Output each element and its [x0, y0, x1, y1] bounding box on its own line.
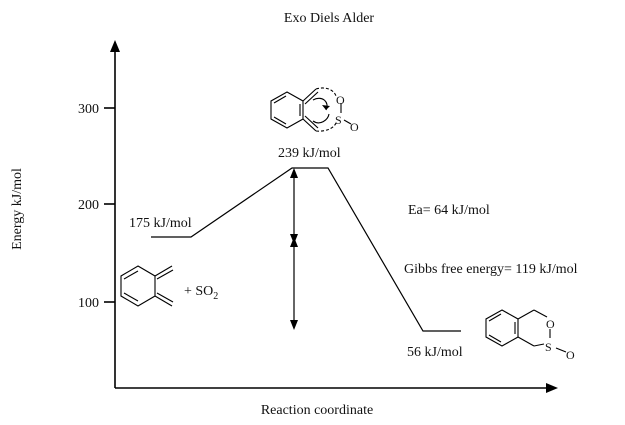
- y-axis-label: Energy kJ/mol: [10, 168, 25, 250]
- activation-energy-arrow: [290, 168, 298, 244]
- transition-state-structure: [270, 87, 352, 132]
- ts-sulfur-label: S: [335, 113, 342, 127]
- reaction-energy-path: [151, 167, 461, 332]
- product-oxygen-label: O: [546, 317, 555, 331]
- ts-energy-label: 239 kJ/mol: [278, 146, 341, 161]
- product-oxygen-label-2: O: [566, 348, 575, 362]
- y-tick-label-100: 100: [78, 296, 99, 311]
- product-structure: [485, 309, 567, 353]
- y-tick-label-200: 200: [78, 198, 99, 213]
- diene-structure: [120, 265, 174, 307]
- x-axis-label: Reaction coordinate: [261, 403, 373, 418]
- ts-oxygen-label: O: [336, 93, 345, 107]
- activation-energy-label: Ea= 64 kJ/mol: [408, 203, 490, 218]
- plus-so2-label: + SO2: [184, 284, 218, 302]
- x-axis-arrowhead: [546, 383, 558, 393]
- ts-oxygen-label-2: O: [350, 120, 359, 134]
- product-energy-label: 56 kJ/mol: [407, 345, 463, 360]
- gibbs-energy-label: Gibbs free energy= 119 kJ/mol: [404, 262, 578, 277]
- reactant-energy-label: 175 kJ/mol: [129, 216, 192, 231]
- y-tick-label-300: 300: [78, 102, 99, 117]
- y-axis-arrowhead: [110, 40, 120, 52]
- gibbs-energy-arrow: [290, 237, 298, 330]
- product-sulfur-label: S: [545, 340, 552, 354]
- diagram-title: Exo Diels Alder: [284, 11, 375, 26]
